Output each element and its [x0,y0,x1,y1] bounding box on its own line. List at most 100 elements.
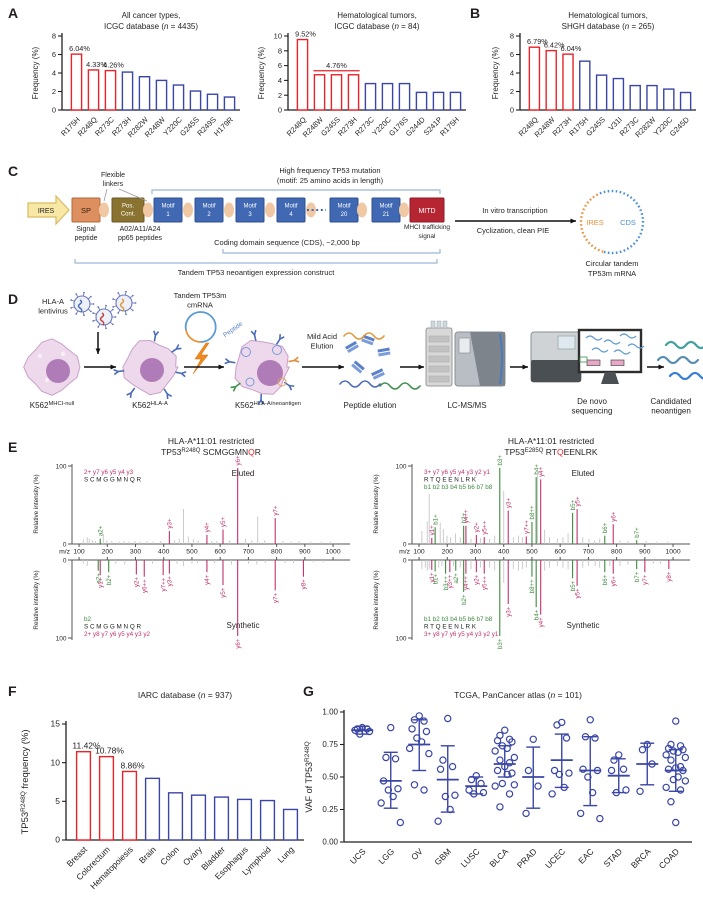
svg-text:Motif: Motif [284,204,297,210]
svg-text:500: 500 [186,549,198,556]
svg-text:y7+: y7+ [642,574,649,585]
svg-text:y4+: y4+ [204,574,211,585]
svg-text:y8+: y8+ [666,571,673,582]
svg-text:700: 700 [243,549,255,556]
svg-text:BRCA: BRCA [629,846,653,870]
svg-text:b8++: b8++ [529,579,536,593]
svg-text:0.25: 0.25 [322,805,338,814]
svg-text:b2: b2 [84,616,92,623]
panel-label-d: D [8,291,19,307]
svg-text:b4+: b4+ [533,464,540,475]
svg-text:High frequency TP53 mutation: High frequency TP53 mutation [279,166,380,175]
svg-text:(motif: 25 amino acids in leng: (motif: 25 amino acids in length) [277,176,384,185]
panel-label-e: E [8,439,18,455]
svg-text:3: 3 [248,212,252,218]
svg-text:a2+: a2+ [453,573,460,584]
svg-text:OV: OV [409,846,425,862]
svg-text:8.86%: 8.86% [120,760,145,770]
svg-text:Relative intensity (%): Relative intensity (%) [373,474,380,533]
svg-text:R T Q E E N L R K: R T Q E E N L R K [424,623,477,630]
svg-text:TP53E285Q RTQEENLRK: TP53E285Q RTQEENLRK [504,447,598,457]
bar-chart-icgc-all-cancers: All cancer types, ICGC database (n = 4435… [26,6,248,169]
svg-text:Tandem TP53 neoantigen express: Tandem TP53 neoantigen expression constr… [178,268,336,277]
svg-text:y7++: y7++ [524,520,531,534]
svg-text:b5+: b5+ [570,580,577,591]
svg-text:300: 300 [130,549,142,556]
svg-text:signal: signal [419,233,437,240]
svg-text:y3+: y3+ [167,518,174,529]
svg-text:LC-MS/MS: LC-MS/MS [447,401,486,410]
svg-text:A02/A11/A24: A02/A11/A24 [120,226,161,233]
svg-text:4.26%: 4.26% [103,61,124,70]
bar-chart-shgh-hematological: Hematological tumors,SHGH database (n = … [486,6,703,169]
svg-text:21: 21 [383,212,390,218]
svg-text:10: 10 [51,757,61,767]
svg-text:b1 b2 b3 b4 b5 b6 b7 b8: b1 b2 b3 b4 b5 b6 b7 b8 [424,484,493,491]
svg-text:y2+: y2+ [474,574,481,585]
svg-text:IRES: IRES [38,208,55,215]
svg-text:LGG: LGG [376,846,396,866]
svg-text:20: 20 [341,212,348,218]
svg-text:De novo: De novo [577,397,607,406]
svg-text:y2+: y2+ [134,577,141,588]
svg-text:0: 0 [278,106,282,115]
svg-text:Tandem TP53m: Tandem TP53m [174,291,227,300]
svg-text:0: 0 [55,835,60,845]
svg-text:ICGC database (n = 4435): ICGC database (n = 4435) [104,22,198,31]
svg-text:10: 10 [274,32,282,41]
svg-text:y8+: y8+ [301,579,308,590]
svg-text:b1+: b1+ [432,574,439,585]
svg-text:200: 200 [442,549,454,556]
svg-text:y3+: y3+ [505,498,512,509]
svg-text:800: 800 [271,549,283,556]
svg-text:800: 800 [611,549,623,556]
svg-text:9.52%: 9.52% [295,30,316,39]
svg-text:y7+: y7+ [272,505,279,516]
svg-text:G244D: G244D [404,115,428,139]
svg-text:y5++: y5++ [481,576,488,590]
svg-text:6: 6 [510,50,514,59]
svg-text:b8++: b8++ [529,505,536,519]
svg-text:SP: SP [81,206,91,215]
svg-text:900: 900 [299,549,311,556]
svg-text:Motif: Motif [379,204,392,210]
svg-text:Peptide: Peptide [222,320,244,339]
svg-text:Eluted: Eluted [232,469,255,478]
svg-text:b4+: b4+ [533,609,540,620]
svg-text:8: 8 [510,32,514,41]
svg-text:K562HLA-A/neoantigen: K562HLA-A/neoantigen [235,401,301,410]
svg-text:STAD: STAD [602,846,625,869]
svg-text:11.42%: 11.42% [72,741,101,751]
svg-text:HLA-A*11:01 restricted: HLA-A*11:01 restricted [168,436,255,446]
svg-text:y3+: y3+ [167,576,174,587]
svg-text:pp65 peptides: pp65 peptides [118,235,162,242]
svg-text:8: 8 [278,46,282,55]
svg-text:Relative intensity (%): Relative intensity (%) [33,474,40,533]
svg-text:6.79%: 6.79% [527,37,548,46]
svg-text:PRAD: PRAD [515,846,539,870]
svg-text:S C M G G M N Q R: S C M G G M N Q R [84,623,141,630]
svg-text:8: 8 [52,32,56,41]
svg-text:Motif: Motif [202,204,215,210]
svg-text:y5+: y5+ [574,496,581,507]
panel-label-g: G [303,683,314,699]
svg-text:IARC database (n = 937): IARC database (n = 937) [138,690,232,700]
svg-text:y4++: y4++ [463,576,470,590]
svg-text:100: 100 [396,463,407,470]
svg-text:2+ y7 y6 y5 y4 y3: 2+ y7 y6 y5 y4 y3 [84,469,134,476]
svg-text:Elution: Elution [311,342,334,351]
bar-chart-icgc-hematological: Hematological tumors,ICGC database (n = … [252,6,474,169]
svg-text:y2+: y2+ [474,522,481,533]
svg-text:0: 0 [63,557,67,564]
svg-text:1: 1 [166,212,170,218]
svg-text:4.76%: 4.76% [326,61,347,70]
svg-text:Lung: Lung [275,844,296,865]
svg-text:Coding domain sequence (CDS),: Coding domain sequence (CDS), ~2,000 bp [214,238,360,247]
svg-text:Synthetic: Synthetic [567,621,600,630]
svg-text:lentivirus: lentivirus [38,307,68,316]
svg-text:All cancer types,: All cancer types, [122,11,181,20]
